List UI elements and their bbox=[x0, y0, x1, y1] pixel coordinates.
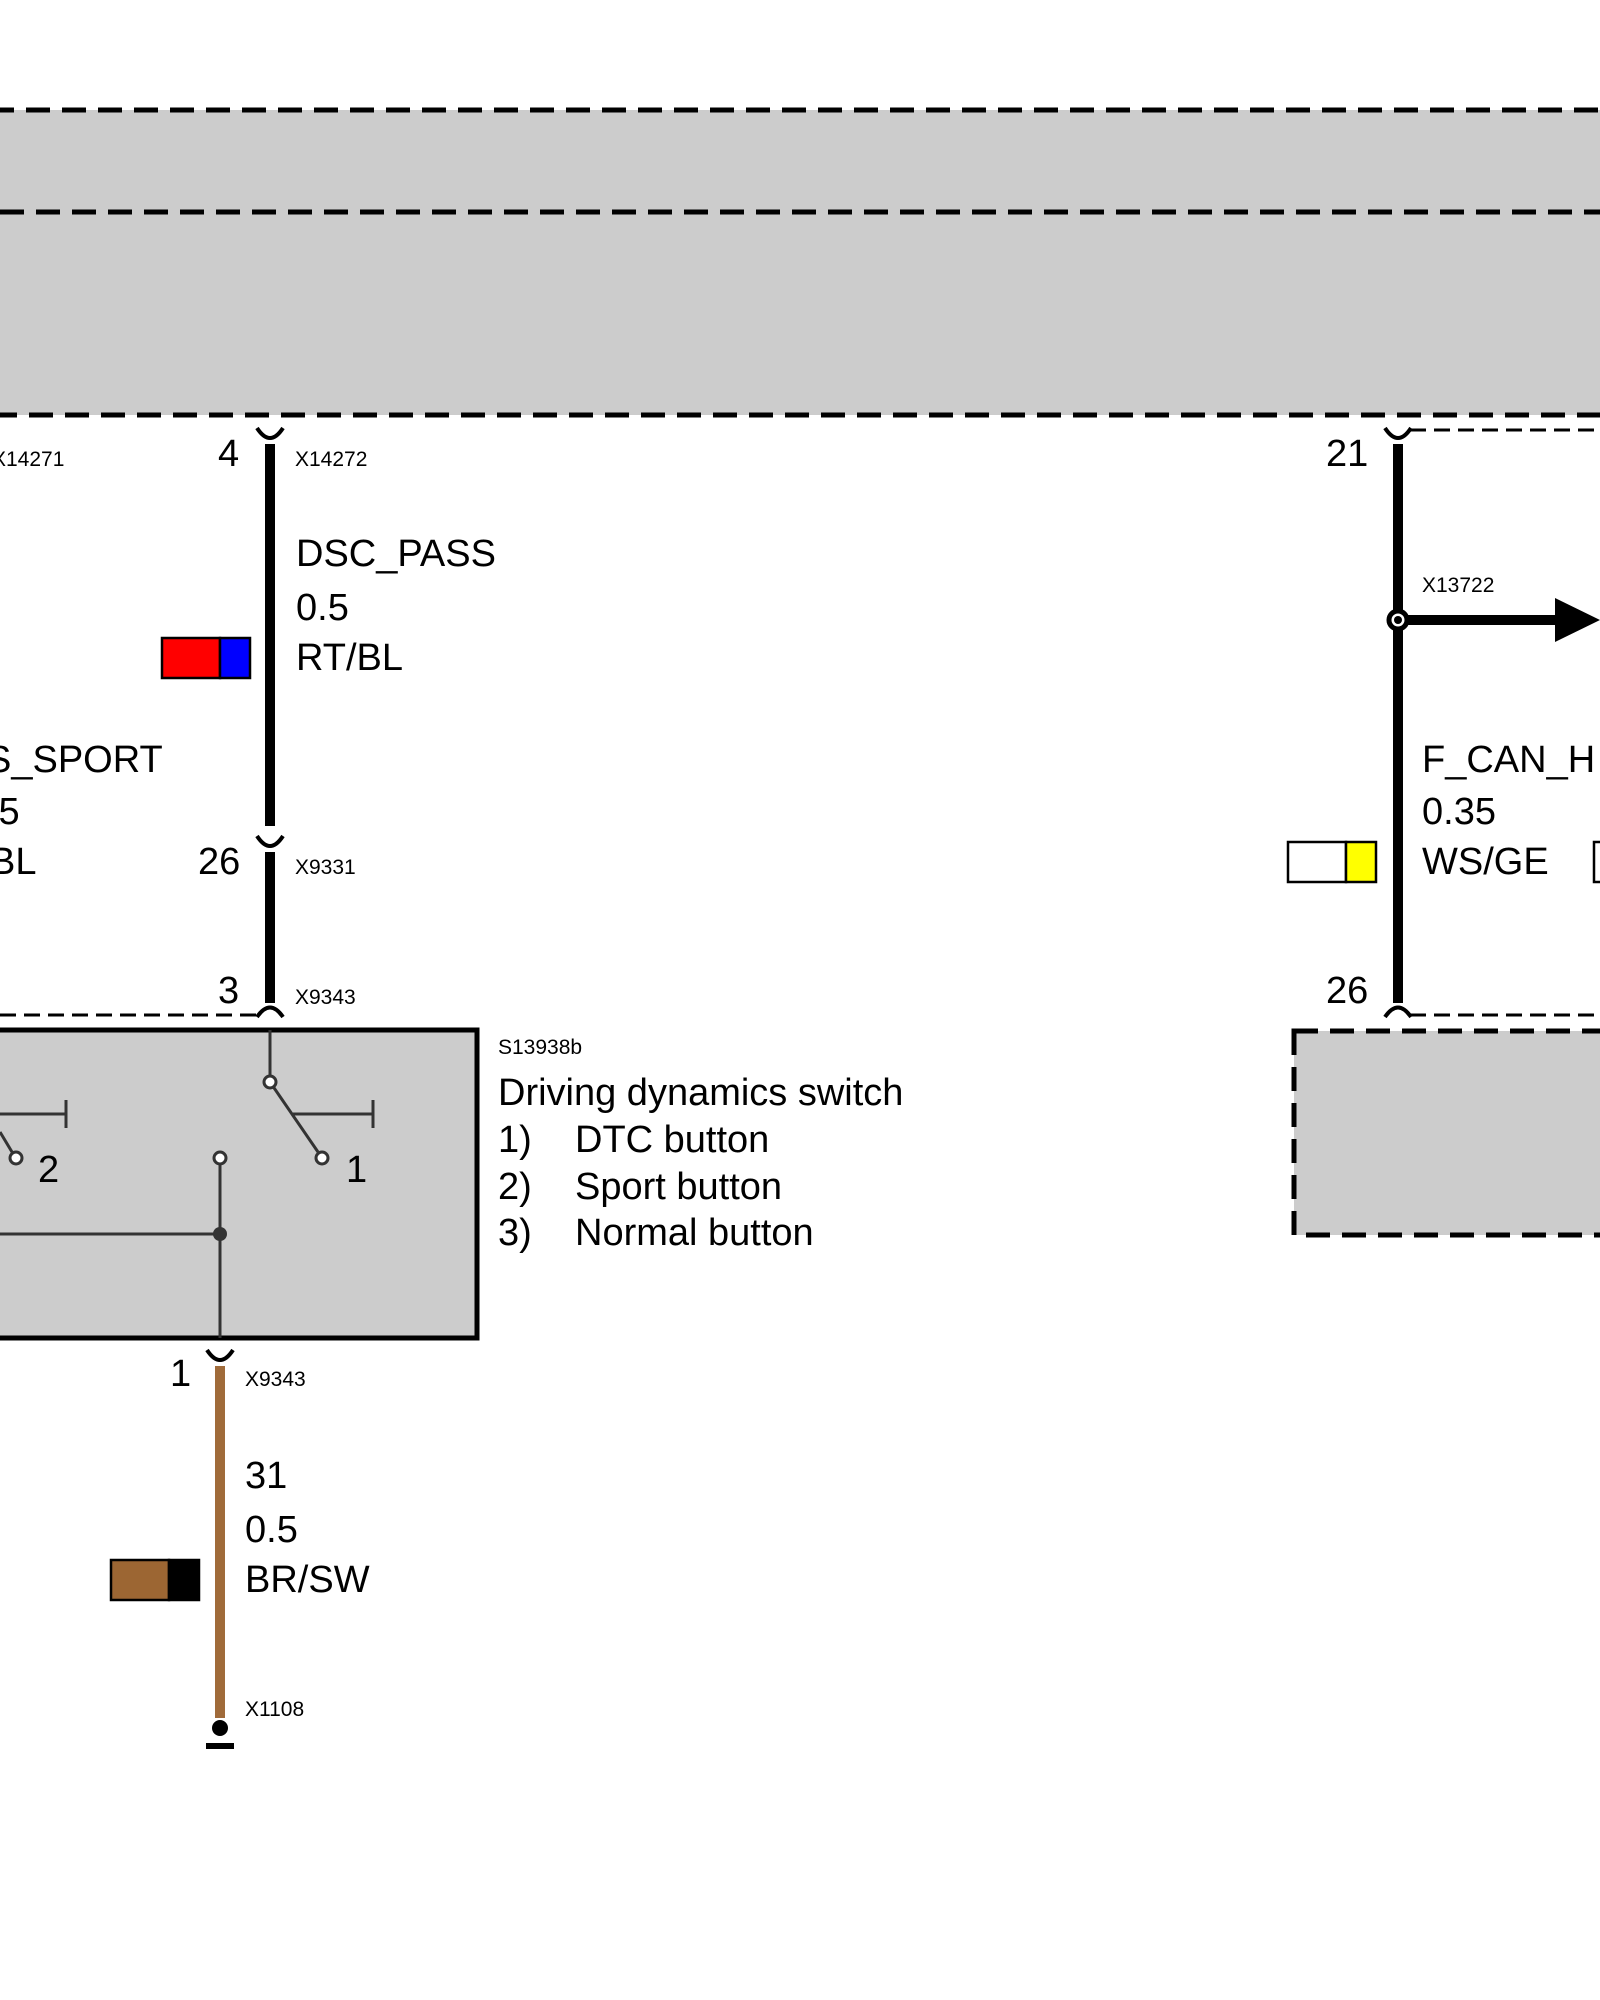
wire-can-swatch-primary bbox=[1286, 840, 1348, 884]
wire-can-swatch-secondary bbox=[1344, 840, 1378, 884]
connector-dsc-mid: X9331 bbox=[295, 856, 356, 879]
can-module-box bbox=[1291, 1028, 1600, 1238]
switch-right-contact-label: 1 bbox=[346, 1149, 367, 1191]
socket-can-bottom bbox=[1383, 1005, 1413, 1019]
control-module-box bbox=[0, 107, 1600, 418]
wire-ground-color-code: BR/SW bbox=[245, 1559, 370, 1601]
connector-switch-bottom: X9343 bbox=[245, 1368, 306, 1391]
switch-id: S13938b bbox=[498, 1036, 582, 1059]
wire-ground-size: 0.5 bbox=[245, 1509, 298, 1551]
switch-left-contact bbox=[8, 1150, 24, 1166]
switch-title: Driving dynamics switch bbox=[498, 1072, 903, 1114]
switch-left-lever bbox=[0, 1131, 14, 1153]
switch-right-pivot bbox=[262, 1074, 278, 1090]
wire-left-size: .5 bbox=[0, 791, 20, 833]
pin-can-top: 21 bbox=[1326, 433, 1368, 475]
can-branch-arrow-icon bbox=[1555, 598, 1600, 642]
switch-button-2-num: 2) bbox=[498, 1166, 532, 1208]
socket-switch-bottom bbox=[205, 1348, 235, 1362]
wire-ground-signal: 31 bbox=[245, 1455, 287, 1497]
wire-dsc-swatch-secondary bbox=[218, 636, 252, 680]
connector-ground: X1108 bbox=[245, 1698, 304, 1721]
can-branch-junction-dot bbox=[1394, 616, 1402, 624]
socket-dsc-top bbox=[255, 426, 285, 440]
switch-button-3-label: Normal button bbox=[575, 1212, 814, 1254]
connector-can-branch: X13722 bbox=[1422, 574, 1494, 597]
wire-left-signal: S_SPORT bbox=[0, 739, 163, 781]
pin-dsc-mid: 26 bbox=[198, 841, 240, 883]
pin-dsc-top: 4 bbox=[218, 433, 239, 475]
switch-right-lever bbox=[268, 1081, 320, 1153]
switch-button-1-num: 1) bbox=[498, 1119, 532, 1161]
socket-can-top bbox=[1383, 426, 1413, 440]
switch-button-2-label: Sport button bbox=[575, 1166, 782, 1208]
wire-can-color-code: WS/GE bbox=[1422, 841, 1549, 883]
switch-middle-contact bbox=[212, 1150, 228, 1166]
wire-can-signal: F_CAN_H bbox=[1422, 739, 1595, 781]
connector-left-partial: X14271 bbox=[0, 448, 64, 471]
wire-can-size: 0.35 bbox=[1422, 791, 1496, 833]
socket-dsc-mid bbox=[255, 834, 285, 848]
socket-switch-top bbox=[255, 1005, 285, 1019]
switch-right-contact bbox=[314, 1150, 330, 1166]
switch-button-3-num: 3) bbox=[498, 1212, 532, 1254]
wire-dsc-swatch-primary bbox=[160, 636, 222, 680]
pin-can-bottom: 26 bbox=[1326, 970, 1368, 1012]
wire-dsc-signal: DSC_PASS bbox=[296, 533, 496, 575]
wire-ground-swatch-primary bbox=[109, 1558, 171, 1602]
wire-left-color-code: BL bbox=[0, 841, 36, 883]
wire-dsc-size: 0.5 bbox=[296, 587, 349, 629]
wire-can-swatch-partial bbox=[1592, 840, 1600, 884]
connector-dsc-top: X14272 bbox=[295, 448, 367, 471]
ground-terminal bbox=[212, 1720, 228, 1736]
wire-ground-swatch-secondary bbox=[167, 1558, 201, 1602]
switch-box bbox=[0, 1027, 480, 1341]
pin-switch-top: 3 bbox=[218, 970, 239, 1012]
switch-left-contact-label: 2 bbox=[38, 1149, 59, 1191]
pin-switch-bottom: 1 bbox=[170, 1353, 191, 1395]
switch-button-1-label: DTC button bbox=[575, 1119, 769, 1161]
switch-junction bbox=[213, 1227, 227, 1241]
wire-dsc-color-code: RT/BL bbox=[296, 637, 403, 679]
connector-switch-top: X9343 bbox=[295, 986, 356, 1009]
